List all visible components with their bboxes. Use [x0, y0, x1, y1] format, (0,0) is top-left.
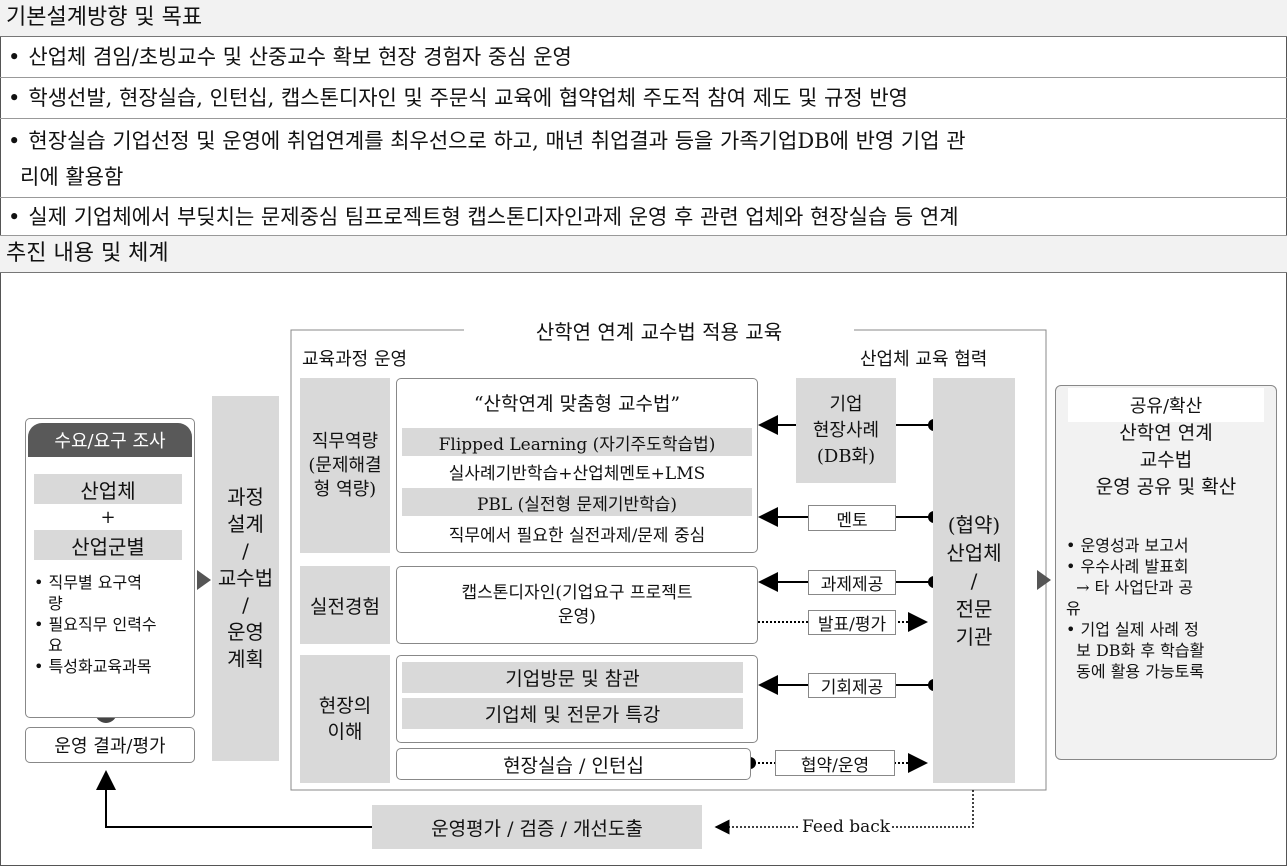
- industry-cooperation-header: 산업체 교육 협력: [860, 349, 988, 370]
- demand-survey-tab: 수요/요구 조사: [28, 423, 192, 457]
- mentor-label: 멘토: [808, 505, 896, 531]
- industry-label: 산업체: [34, 474, 182, 504]
- case-based-learning-label: 실사례기반학습+산업체멘토+LMS: [448, 463, 706, 484]
- section-title-design-goals: 기본설계방향 및 목표: [0, 0, 1287, 37]
- operation-result-box: 운영 결과/평가: [25, 727, 195, 763]
- demand-bullets: • 직무별 요구역 량 • 필요직무 인력수 요 • 특성화교육과목: [34, 573, 157, 676]
- goal-item-4: •실제 기업체에서 부딪치는 문제중심 팀프로젝트형 캡스톤디자인과제 운영 후…: [0, 198, 1287, 236]
- goal-item-2: •학생선발, 현장실습, 인턴십, 캡스톤디자인 및 주문식 교육에 협약업체 …: [0, 78, 1287, 119]
- industry-group-label: 산업군별: [34, 530, 182, 560]
- share-spread-box: [1055, 385, 1277, 760]
- feedback-label: Feed back: [800, 817, 893, 837]
- curriculum-header: 교육과정 운영: [302, 349, 408, 370]
- flipped-learning-label: Flipped Learning (자기주도학습법): [402, 428, 752, 456]
- share-bullets: • 운영성과 보고서 • 우수사례 발표회 → 타 사업단과 공 유 • 기업 …: [1066, 536, 1205, 681]
- custom-method-title: “산학연계 맞춤형 교수법”: [473, 392, 681, 415]
- evaluation-box: 운영평가 / 검증 / 개선도출: [372, 805, 702, 849]
- custom-teaching-method-box: [396, 378, 758, 553]
- plus-label: +: [100, 506, 116, 528]
- task-provide-label: 과제제공: [808, 570, 896, 595]
- share-spread-tab: 공유/확산: [1068, 388, 1264, 422]
- company-visit-label: 기업방문 및 참관: [402, 662, 743, 693]
- goal-item-3: •현장실습 기업선정 및 운영에 취업연계를 최우선으로 하고, 매년 취업결과…: [0, 119, 1287, 198]
- opportunity-provide-label: 기회제공: [808, 673, 896, 698]
- job-tasks-label: 직무에서 필요한 실전과제/문제 중심: [448, 525, 706, 546]
- presentation-evaluation-label: 발표/평가: [808, 610, 896, 635]
- agreement-operation-label: 협약/운영: [775, 750, 895, 776]
- practical-experience-label: 실전경험: [300, 566, 390, 644]
- internship-box: 현장실습 / 인턴십: [396, 748, 751, 780]
- section-title-process: 추진 내용 및 체계: [0, 236, 1287, 273]
- demand-survey-box: [25, 418, 195, 718]
- pbl-label: PBL (실전형 문제기반학습): [402, 488, 752, 516]
- center-title: 산학연 연계 교수법 적용 교육: [464, 316, 854, 344]
- expert-lecture-label: 기업체 및 전문가 특강: [402, 698, 743, 729]
- goal-item-1: •산업체 겸임/초빙교수 및 산중교수 확보 현장 경험자 중심 운영: [0, 37, 1287, 78]
